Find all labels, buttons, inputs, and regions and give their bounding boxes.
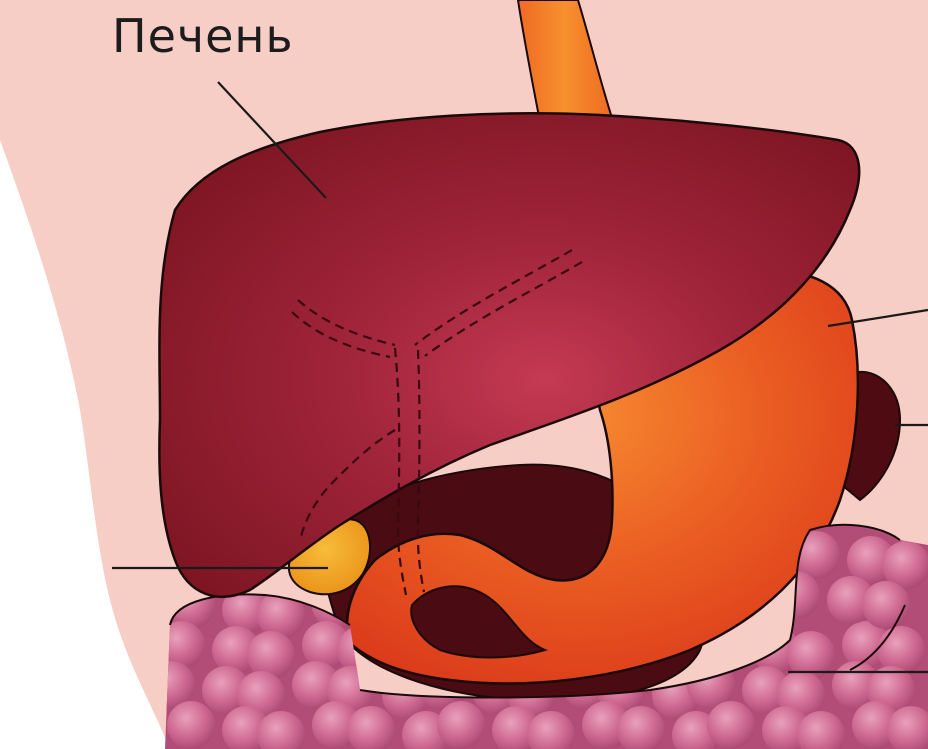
intestine-haustra <box>247 631 295 679</box>
intestine-haustra <box>437 701 485 749</box>
intestine-haustra <box>877 626 925 674</box>
intestine-haustra <box>707 701 755 749</box>
intestine-haustra <box>167 701 215 749</box>
intestine-haustra <box>862 581 910 629</box>
liver-label: Печень <box>112 8 294 64</box>
